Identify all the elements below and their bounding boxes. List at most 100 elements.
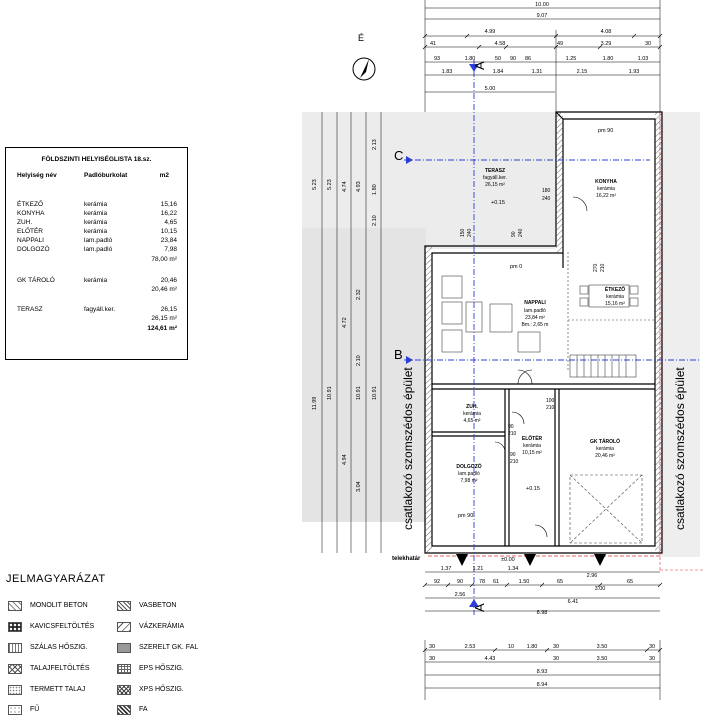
dim-text: 1.21 bbox=[473, 566, 484, 572]
neighbor-label-left: csatlakozó szomszédos épület bbox=[401, 367, 415, 530]
level-street: ±0.00 bbox=[501, 557, 515, 563]
north-arrow-icon bbox=[352, 57, 376, 81]
level-terasz: +0.15 bbox=[491, 200, 505, 206]
level-gk: +0.15 bbox=[526, 486, 540, 492]
dim-text: 3.50 bbox=[597, 656, 608, 662]
dim-text: 5.23 bbox=[327, 179, 333, 190]
door-label: 90 bbox=[508, 424, 514, 430]
left-garden-area bbox=[302, 228, 426, 522]
dim-text: 2.10 bbox=[372, 215, 378, 226]
room-nappali-height: Bm.: 2,65 m bbox=[522, 322, 549, 328]
dim-text: 2.10 bbox=[356, 355, 362, 366]
table-title: FÖLDSZINTI HELYISÉGLISTA 18.sz. bbox=[41, 156, 152, 163]
legend-title: JELMAGYARÁZAT bbox=[6, 573, 106, 585]
dim-text: 90 bbox=[457, 579, 463, 585]
dim-text: 1.50 bbox=[519, 579, 530, 585]
door-label: 240 bbox=[467, 228, 473, 237]
fa-swatch-icon bbox=[117, 705, 131, 715]
room-eloter-floor: kerámia bbox=[523, 443, 541, 449]
entrance-arrow-icon bbox=[456, 554, 606, 566]
door-swings bbox=[494, 196, 588, 538]
eps-swatch-icon bbox=[117, 664, 131, 674]
neighbor-label-right: csatlakozó szomszédos épület bbox=[673, 367, 687, 530]
dim-text: 2.15 bbox=[577, 69, 588, 75]
dim-text: 65 bbox=[557, 579, 563, 585]
room-gk-name: GK TÁROLÓ bbox=[590, 437, 620, 445]
right-wall-hatch bbox=[655, 112, 662, 553]
section-lines bbox=[404, 60, 700, 615]
room-gk-area: 20,46 m² bbox=[595, 453, 615, 459]
dim-text: 41 bbox=[430, 41, 436, 47]
dim-text: 1.83 bbox=[442, 69, 453, 75]
dim-text: 8.94 bbox=[537, 682, 548, 688]
dimension-ticks bbox=[422, 33, 663, 653]
property-line-label: telekhatár bbox=[392, 556, 421, 562]
room-zuh-floor: kerámia bbox=[463, 411, 481, 417]
vasbeton-swatch-icon bbox=[117, 601, 131, 611]
dim-text: 6.41 bbox=[568, 599, 579, 605]
door-label: 210 bbox=[546, 405, 555, 411]
room-etkezo-area: 15,16 m² bbox=[605, 301, 625, 307]
dim-text: 5.23 bbox=[312, 179, 318, 190]
dim-text: 30 bbox=[645, 41, 651, 47]
section-mark-c: C bbox=[394, 148, 403, 163]
dim-text: 92 bbox=[434, 579, 440, 585]
xps-swatch-icon bbox=[117, 685, 131, 695]
dim-text: 9.07 bbox=[537, 13, 548, 19]
szalas-swatch-icon bbox=[8, 643, 22, 653]
section-arrows bbox=[406, 64, 479, 607]
dim-text: 3.50 bbox=[597, 644, 608, 650]
dim-text: 1.80 bbox=[603, 56, 614, 62]
room-nappali-area: 23,84 m² bbox=[525, 315, 545, 321]
dim-text: 65 bbox=[627, 579, 633, 585]
dim-text: 4.08 bbox=[601, 29, 612, 35]
dim-text: 11.99 bbox=[312, 397, 318, 410]
dim-text: 1.25 bbox=[566, 56, 577, 62]
room-terasz-area: 26,15 m² bbox=[485, 182, 505, 188]
door-label: 150 bbox=[460, 228, 466, 237]
door-label: 90 bbox=[510, 452, 516, 458]
dim-text: 30 bbox=[553, 656, 559, 662]
dim-text: 2.53 bbox=[465, 644, 476, 650]
col-area-header: m2 bbox=[159, 172, 169, 179]
dim-text: 1.34 bbox=[508, 566, 519, 572]
room-nappali-floor: lam.padló bbox=[524, 308, 546, 314]
level-dolgozo-pm: pm 90 bbox=[458, 513, 473, 519]
room-terasz-name: TERASZ bbox=[485, 168, 505, 174]
section-mark-a-top: A bbox=[472, 61, 487, 70]
north-label: É bbox=[358, 33, 364, 43]
dim-text: 1.80 bbox=[372, 184, 378, 195]
dim-text: 30 bbox=[429, 644, 435, 650]
dim-text: 4.43 bbox=[485, 656, 496, 662]
dimension-lines bbox=[321, 0, 661, 700]
room-dolgozo-name: DOLGOZÓ bbox=[456, 462, 481, 470]
dim-text: 1.84 bbox=[493, 69, 504, 75]
dim-text: 93 bbox=[434, 56, 440, 62]
dim-text: 2.56 bbox=[455, 592, 466, 598]
dim-text: 8.98 bbox=[537, 610, 548, 616]
dim-text: 1.80 bbox=[527, 644, 538, 650]
room-terasz-floor: fagyáll.ker. bbox=[483, 175, 507, 181]
dim-text: 10.91 bbox=[327, 386, 333, 400]
room-konyha-name: KONYHA bbox=[595, 179, 617, 185]
dim-text: 2.13 bbox=[372, 139, 378, 150]
door-label: 100 bbox=[546, 398, 555, 404]
gk-fal-swatch-icon bbox=[117, 643, 131, 653]
dim-text: 30 bbox=[649, 644, 655, 650]
dim-text: 4.58 bbox=[495, 41, 506, 47]
dim-text: 1.80 bbox=[465, 56, 476, 62]
level-konyha-pm: pm 90 bbox=[598, 128, 613, 134]
dim-text: 5.00 bbox=[485, 86, 496, 92]
left-wall-hatch bbox=[425, 246, 432, 553]
table-subtotal: 20,46 m² bbox=[151, 286, 177, 293]
level-nappali-pm: pm 0 bbox=[510, 264, 522, 270]
termett-swatch-icon bbox=[8, 685, 22, 695]
dim-text: 3.29 bbox=[601, 41, 612, 47]
room-gk-floor: kerámia bbox=[596, 446, 614, 452]
door-label: 240 bbox=[518, 228, 524, 237]
fu-swatch-icon bbox=[8, 705, 22, 715]
